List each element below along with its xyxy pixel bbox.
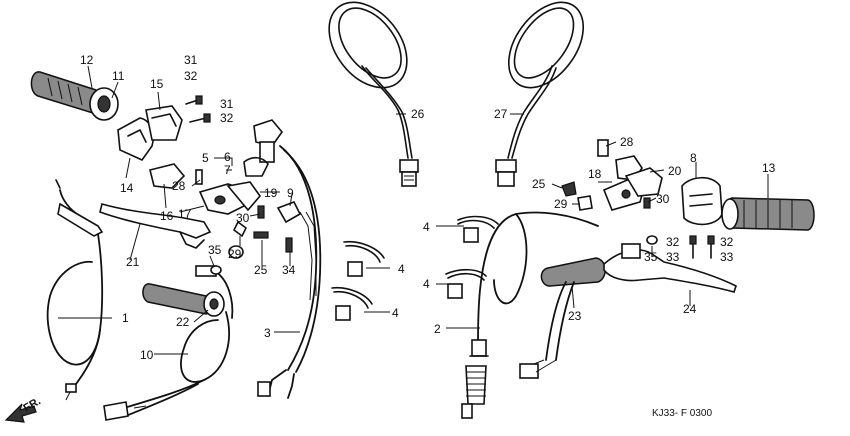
callout-34: 34 [282,263,296,277]
callout-30: 30 [236,211,250,225]
cable-clamps [331,215,499,321]
callout-27: 27 [494,107,508,121]
throttle-grip [103,265,234,421]
callout-26: 26 [411,107,425,121]
left-mirror [328,1,419,187]
left-grip [30,71,119,121]
switch-harness [257,145,322,399]
callout-32: 32 [220,111,234,125]
callout-7: 7 [224,163,231,177]
brake-lever [519,243,737,379]
callout-15: 15 [150,77,164,91]
callout-18: 18 [588,167,602,181]
callout-2: 2 [434,322,441,336]
front-direction-arrow [4,403,37,423]
callout-8: 8 [690,151,697,165]
callout-1: 1 [122,311,129,325]
callout-4: 4 [392,306,399,320]
callout-11: 11 [112,69,125,83]
callout-31: 31 [220,97,234,111]
callout-22: 22 [176,315,190,329]
callout-33: 33 [666,250,680,264]
callout-3: 3 [264,326,271,340]
callout-32: 32 [720,235,734,249]
callout-4: 4 [423,277,430,291]
right-bolts [210,235,715,275]
switch-assembly [195,119,302,259]
callout-32: 32 [666,235,680,249]
throttle-housing [117,105,186,189]
callout-28: 28 [620,135,634,149]
callout-4: 4 [423,220,430,234]
callout-24: 24 [683,302,697,316]
callout-25: 25 [532,177,546,191]
callout-10: 10 [140,348,154,362]
right-control-housing [681,176,815,231]
callout-28: 28 [172,179,186,193]
clutch-cable [46,179,104,401]
callout-35: 35 [208,243,222,257]
clutch-lever [99,203,212,249]
callout-31: 31 [184,53,198,67]
callout-29: 29 [554,197,568,211]
diagram-code: KJ33- F 0300 [652,408,712,419]
callout-35: 35 [644,250,658,264]
callout-25: 25 [254,263,268,277]
callout-17: 17 [178,207,192,221]
callout-30: 30 [656,192,670,206]
callout-29: 29 [228,247,242,261]
callout-9: 9 [287,186,294,200]
leader-lines [58,65,769,355]
right-mirror [495,1,585,187]
callout-13: 13 [762,161,776,175]
callout-6: 6 [224,150,231,164]
callout-numbers: 1 2 3 4 4 4 4 5 6 7 8 9 10 11 12 13 14 1… [80,53,776,362]
callout-33: 33 [720,250,734,264]
callout-21: 21 [126,255,140,269]
callout-14: 14 [120,181,134,195]
callout-12: 12 [80,53,94,67]
callout-4: 4 [398,262,405,276]
brake-cable [461,211,599,419]
callout-32: 32 [184,69,198,83]
front-direction-label: FR. [22,395,43,414]
callout-5: 5 [202,151,209,165]
callout-20: 20 [668,164,682,178]
callout-23: 23 [568,309,582,323]
callout-16: 16 [160,209,174,223]
callout-19: 19 [264,186,278,200]
right-switch-assembly [561,139,663,211]
screws-upper-left [185,95,211,123]
